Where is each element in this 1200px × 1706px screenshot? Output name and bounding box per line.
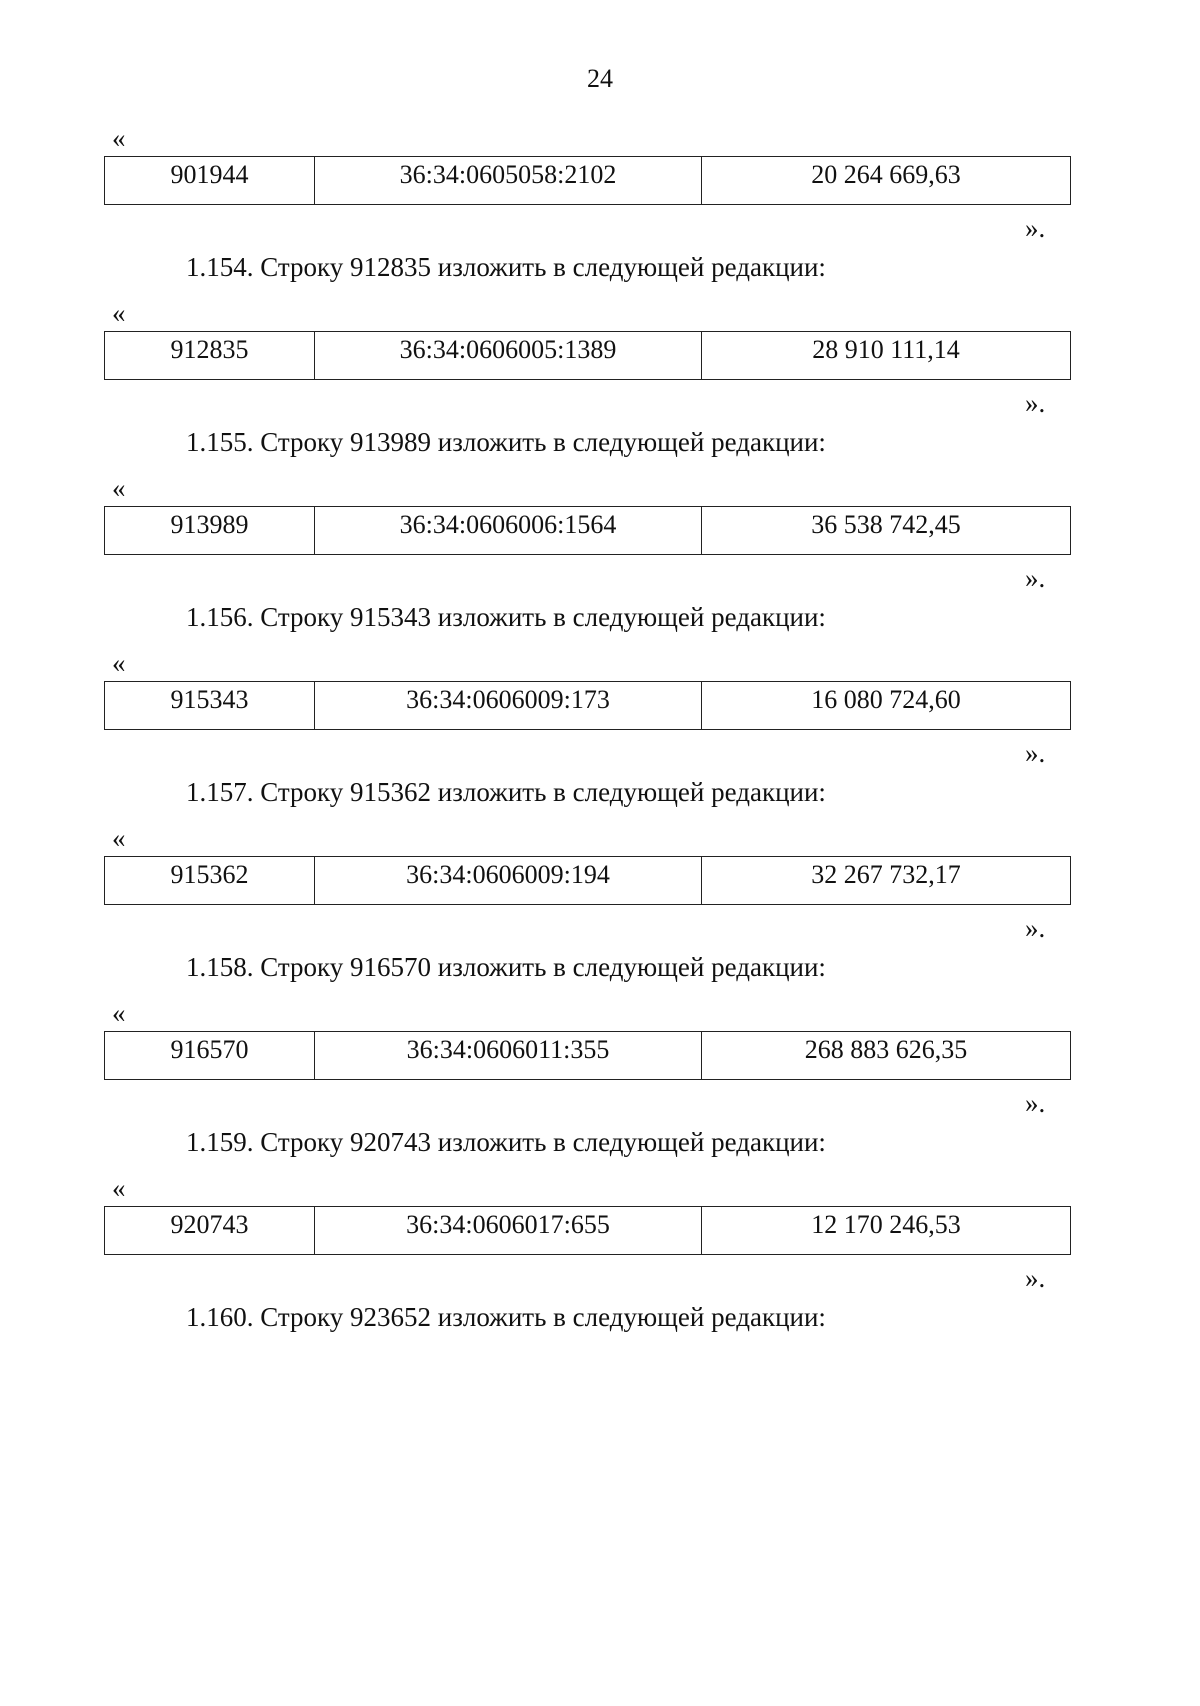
row-id-cell: 915343 (104, 681, 315, 730)
document-body: « 901944 36:34:0605058:2102 20 264 669,6… (0, 120, 1200, 1345)
amendment-table: 916570 36:34:0606011:355 268 883 626,35 (104, 1031, 1071, 1080)
cadastral-number-cell: 36:34:0606005:1389 (314, 331, 702, 380)
cadastral-number-cell: 36:34:0606009:173 (314, 681, 702, 730)
page-number: 24 (587, 64, 613, 93)
row-id-cell: 913989 (104, 506, 315, 555)
table-row: 912835 36:34:0606005:1389 28 910 111,14 (104, 331, 1071, 380)
table-row: 901944 36:34:0605058:2102 20 264 669,63 (104, 156, 1071, 205)
table-row: 920743 36:34:0606017:655 12 170 246,53 (104, 1206, 1071, 1255)
amendment-table: 915343 36:34:0606009:173 16 080 724,60 (104, 681, 1071, 730)
quote-open: « (112, 998, 126, 1028)
cadastral-number-cell: 36:34:0606006:1564 (314, 506, 702, 555)
cadastral-number-cell: 36:34:0605058:2102 (314, 156, 702, 205)
amendment-table: 920743 36:34:0606017:655 12 170 246,53 (104, 1206, 1071, 1255)
quote-close: ». (1025, 913, 1046, 943)
quote-close: ». (1025, 738, 1046, 768)
row-id-cell: 915362 (104, 856, 315, 905)
cadastral-number-cell: 36:34:0606011:355 (314, 1031, 702, 1080)
row-id-cell: 916570 (104, 1031, 315, 1080)
cadastral-number-cell: 36:34:0606017:655 (314, 1206, 702, 1255)
row-id-cell: 912835 (104, 331, 315, 380)
quote-open: « (112, 298, 126, 328)
value-cell: 268 883 626,35 (701, 1031, 1071, 1080)
table-row: 915343 36:34:0606009:173 16 080 724,60 (104, 681, 1071, 730)
amendment-instruction: 1.158. Строку 916570 изложить в следующе… (186, 952, 826, 982)
row-id-cell: 920743 (104, 1206, 315, 1255)
amendment-instruction: 1.160. Строку 923652 изложить в следующе… (186, 1302, 826, 1332)
quote-open: « (112, 1173, 126, 1203)
table-row: 915362 36:34:0606009:194 32 267 732,17 (104, 856, 1071, 905)
quote-close: ». (1025, 1263, 1046, 1293)
quote-open: « (112, 473, 126, 503)
amendment-instruction: 1.157. Строку 915362 изложить в следующе… (186, 777, 826, 807)
amendment-instruction: 1.159. Строку 920743 изложить в следующе… (186, 1127, 826, 1157)
amendment-table: 913989 36:34:0606006:1564 36 538 742,45 (104, 506, 1071, 555)
quote-close: ». (1025, 563, 1046, 593)
quote-open: « (112, 648, 126, 678)
quote-open: « (112, 823, 126, 853)
amendment-instruction: 1.154. Строку 912835 изложить в следующе… (186, 252, 826, 282)
amendment-table: 915362 36:34:0606009:194 32 267 732,17 (104, 856, 1071, 905)
cadastral-number-cell: 36:34:0606009:194 (314, 856, 702, 905)
table-row: 916570 36:34:0606011:355 268 883 626,35 (104, 1031, 1071, 1080)
quote-open: « (112, 123, 126, 153)
value-cell: 20 264 669,63 (701, 156, 1071, 205)
quote-close: ». (1025, 1088, 1046, 1118)
value-cell: 32 267 732,17 (701, 856, 1071, 905)
row-id-cell: 901944 (104, 156, 315, 205)
amendment-table: 901944 36:34:0605058:2102 20 264 669,63 (104, 156, 1071, 205)
value-cell: 36 538 742,45 (701, 506, 1071, 555)
amendment-table: 912835 36:34:0606005:1389 28 910 111,14 (104, 331, 1071, 380)
value-cell: 16 080 724,60 (701, 681, 1071, 730)
quote-close: ». (1025, 213, 1046, 243)
amendment-instruction: 1.155. Строку 913989 изложить в следующе… (186, 427, 826, 457)
value-cell: 28 910 111,14 (701, 331, 1071, 380)
table-row: 913989 36:34:0606006:1564 36 538 742,45 (104, 506, 1071, 555)
quote-close: ». (1025, 388, 1046, 418)
value-cell: 12 170 246,53 (701, 1206, 1071, 1255)
amendment-instruction: 1.156. Строку 915343 изложить в следующе… (186, 602, 826, 632)
